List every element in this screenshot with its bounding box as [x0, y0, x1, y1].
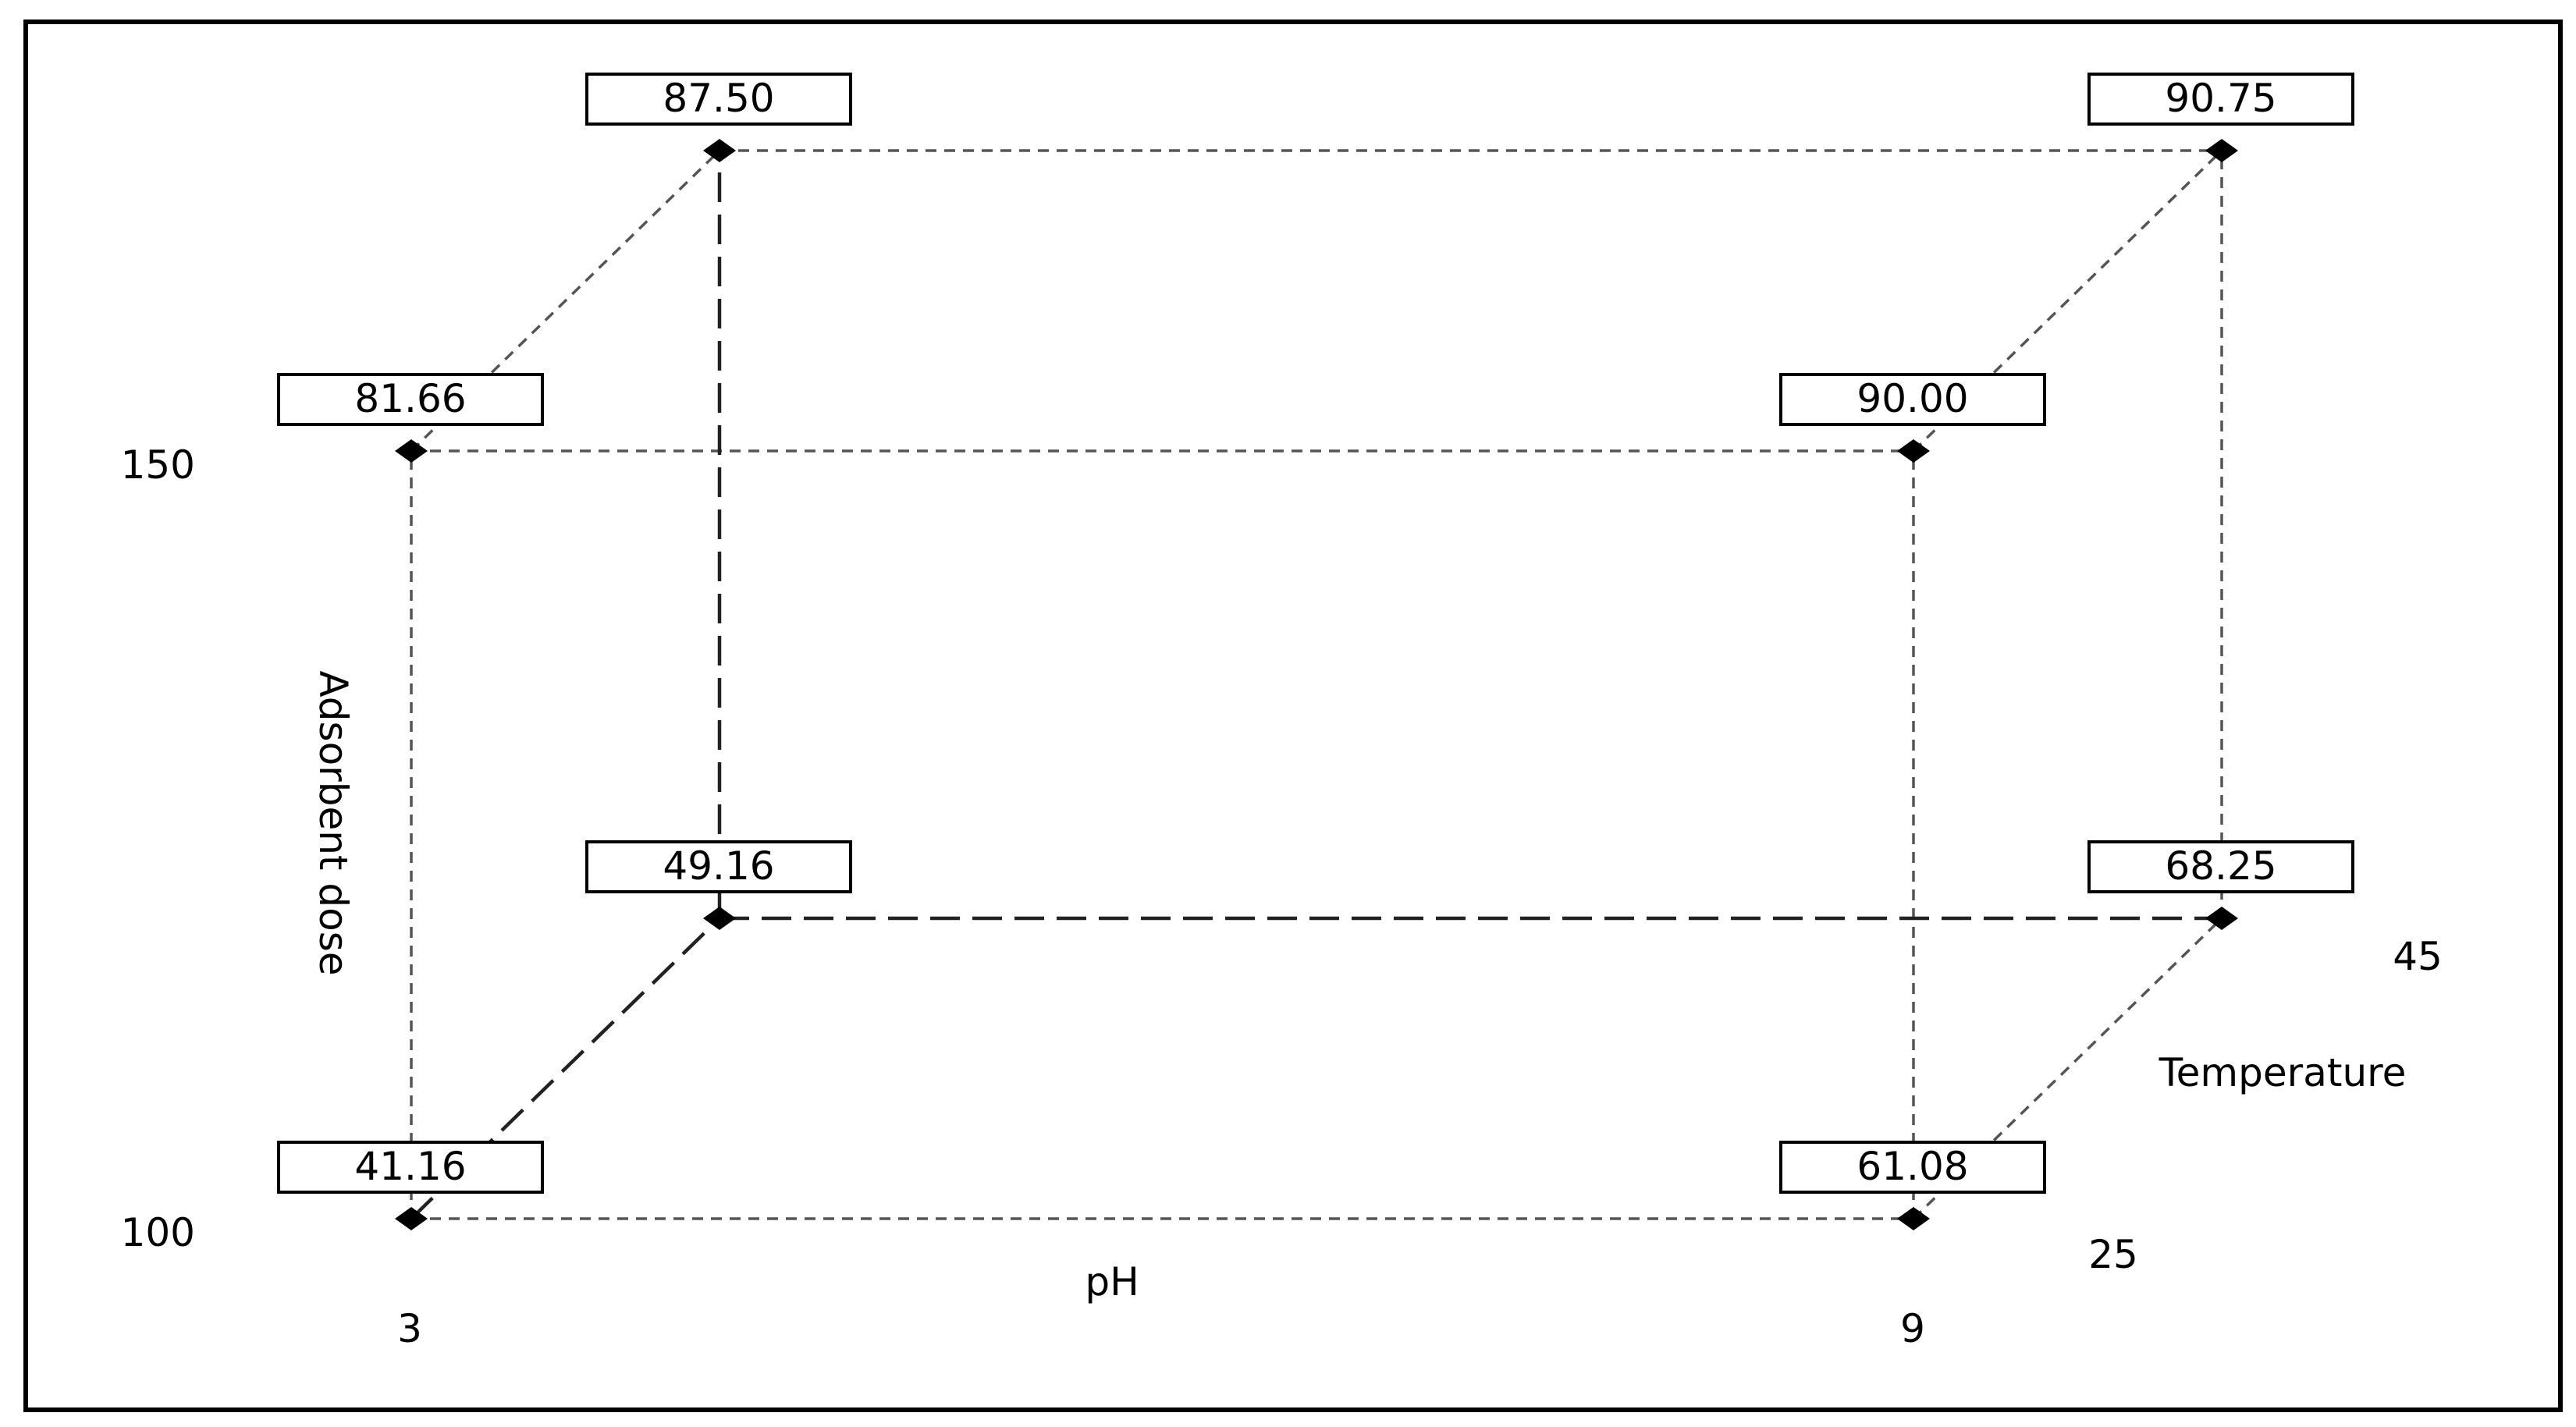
cube-point: 90.00 [1779, 373, 2046, 463]
value-label: 68.25 [2165, 843, 2276, 889]
point-marker [2205, 139, 2238, 162]
point-marker [1897, 439, 1930, 463]
temperature-axis-label: Temperature [2159, 1050, 2407, 1095]
value-label: 41.16 [354, 1144, 466, 1189]
value-box [1779, 1141, 2046, 1194]
value-box [585, 840, 852, 893]
point-marker [395, 439, 428, 463]
point-marker [2205, 907, 2238, 930]
value-label: 90.75 [2165, 76, 2276, 121]
value-box [1779, 373, 2046, 426]
ph-axis-label: pH [1085, 1259, 1139, 1305]
cube-point: 61.08 [1779, 1141, 2046, 1230]
ph-low-tick-label: 3 [397, 1306, 422, 1351]
cube-point: 68.25 [2087, 840, 2354, 930]
point-marker [1897, 1207, 1930, 1230]
point-marker [395, 1207, 428, 1230]
cube-point: 49.16 [585, 840, 852, 930]
value-label: 61.08 [1856, 1144, 1968, 1189]
cube-point: 87.50 [585, 73, 852, 162]
temperature-high-tick-label: 45 [2393, 934, 2443, 979]
point-marker [703, 907, 736, 930]
temperature-low-tick-label: 25 [2088, 1232, 2138, 1277]
cube-edge [410, 149, 721, 453]
cube-point: 41.16 [277, 1141, 544, 1230]
dose-high-tick-label: 150 [121, 442, 195, 488]
value-box [2087, 840, 2354, 893]
cube-points: 41.16 61.08 81.66 90.00 49.16 68.25 87.50 90.75 [277, 73, 2354, 1230]
adsorbent-dose-axis-label: Adsorbent dose [311, 670, 356, 975]
value-label: 81.66 [354, 376, 466, 421]
point-marker [703, 139, 736, 162]
cube-point: 81.66 [277, 373, 544, 463]
value-box [277, 373, 544, 426]
cube-edge [1912, 149, 2223, 453]
value-box [585, 73, 852, 126]
cube-point: 90.75 [2087, 73, 2354, 162]
value-box [2087, 73, 2354, 126]
cube-edge [1912, 917, 2223, 1220]
dose-low-tick-label: 100 [121, 1210, 195, 1255]
plot-frame [23, 20, 2563, 1412]
value-box [277, 1141, 544, 1194]
value-label: 49.16 [663, 843, 774, 889]
ph-high-tick-label: 9 [1900, 1306, 1925, 1351]
value-label: 90.00 [1856, 376, 1968, 421]
cube-edges [410, 149, 2223, 1220]
value-label: 87.50 [663, 76, 774, 121]
